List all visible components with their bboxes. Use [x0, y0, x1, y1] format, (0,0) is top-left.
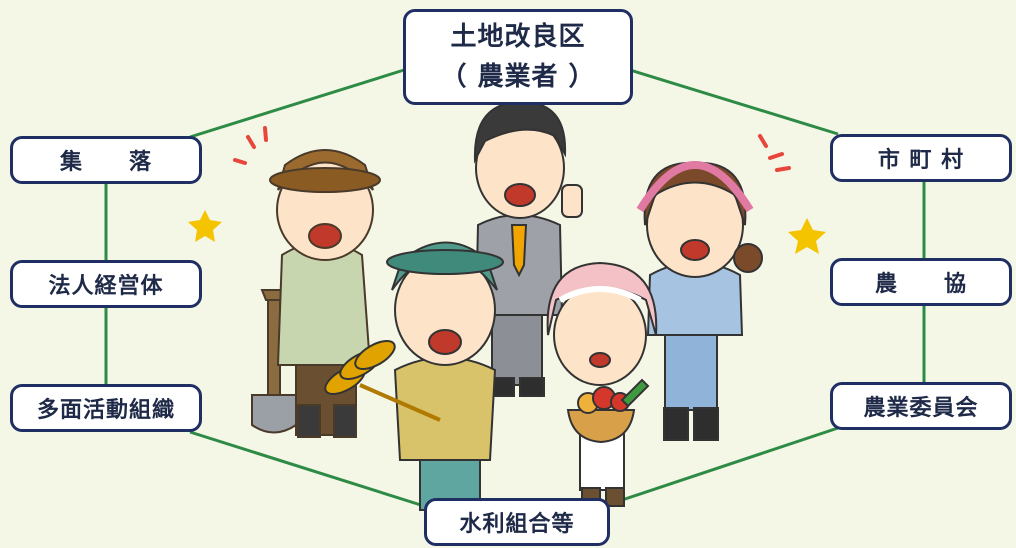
node-top-line2: （ 農業者 ）	[440, 62, 596, 92]
joy-marks-icon	[233, 126, 791, 172]
farmer-with-shovel-icon	[251, 149, 381, 438]
line-top-left	[189, 68, 405, 139]
line-bottom-left	[189, 430, 425, 508]
node-corporate-farm-label: 法人経営体	[48, 274, 164, 299]
node-community: 集 落	[10, 136, 202, 184]
node-top-line1: 土地改良区	[450, 22, 586, 52]
node-water-association: 水利組合等	[424, 498, 610, 546]
node-agricultural-committee-label: 農業委員会	[863, 396, 979, 421]
young-farmer-with-rice-icon	[324, 241, 504, 511]
node-land-improvement-district: 土地改良区 （ 農業者 ）	[403, 9, 633, 105]
node-multifunction-org: 多面活動組織	[10, 384, 202, 432]
node-community-label: 集 落	[59, 150, 152, 175]
node-multifunction-org-label: 多面活動組織	[36, 398, 175, 423]
node-corporate-farm: 法人経営体	[10, 260, 202, 308]
elderly-woman-with-vegetables-icon	[546, 261, 658, 507]
woman-farmer-icon	[636, 161, 763, 441]
businessman-thumbs-up-icon	[473, 100, 583, 397]
node-municipality: 市 町 村	[830, 134, 1012, 182]
node-water-association-label: 水利組合等	[459, 512, 575, 537]
node-agricultural-committee: 農業委員会	[830, 382, 1012, 430]
node-agricultural-coop: 農 協	[830, 258, 1012, 306]
line-top-right	[629, 68, 839, 136]
line-bottom-right	[609, 426, 839, 506]
node-municipality-label: 市 町 村	[877, 148, 965, 173]
node-agricultural-coop-label: 農 協	[874, 272, 967, 297]
sparkle-icon	[188, 210, 826, 254]
